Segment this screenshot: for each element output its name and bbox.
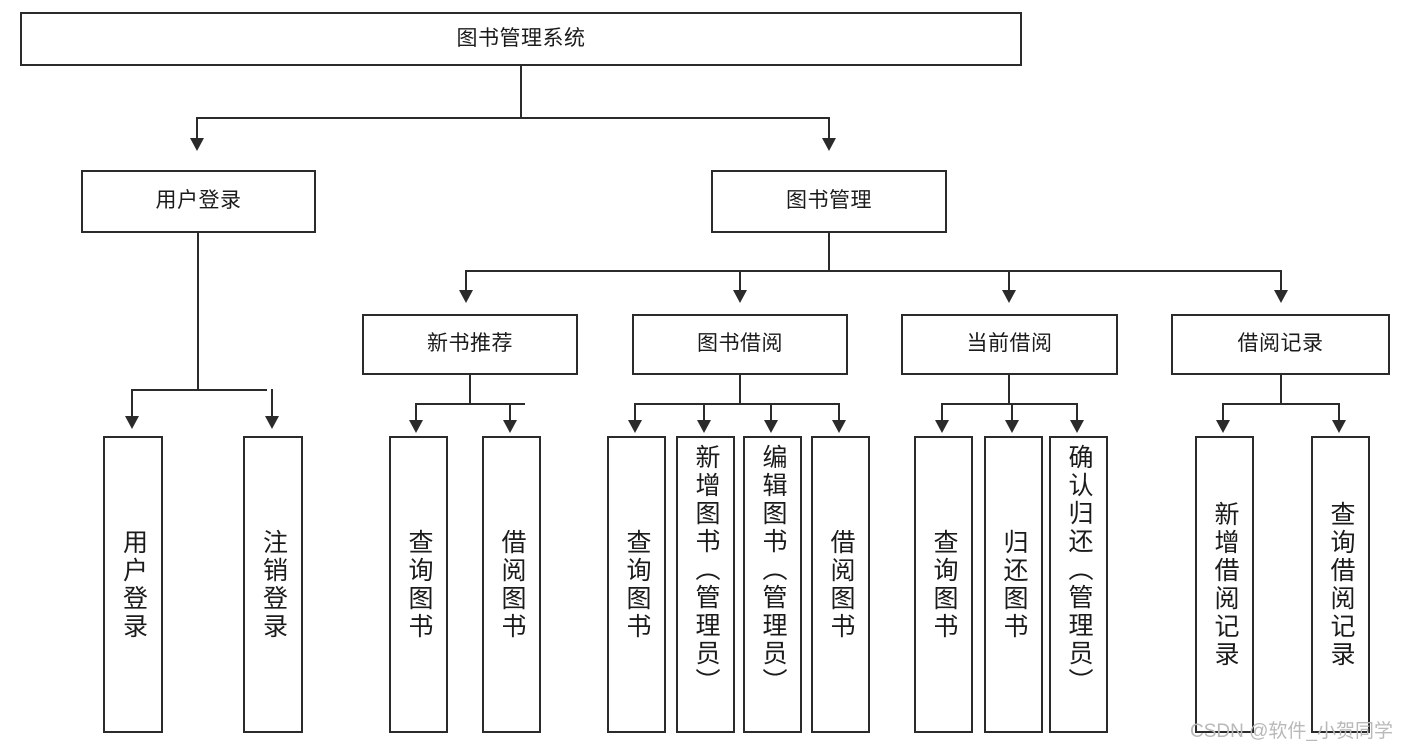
node-label: 归还图书 [1000,528,1028,641]
node-label: 图书管理 [786,189,872,213]
connector-book-borrow-bar [634,403,840,405]
connector-bb-to-query-book [634,403,636,422]
node-label: 当前借阅 [966,332,1053,356]
connector-level3-bar [465,270,1282,272]
arrowhead-br-to-query-record [1332,420,1346,433]
connector-borrow-record-bar [1222,403,1340,405]
connector-to-leaf-logout [271,389,273,418]
node-label: 新增图书（管理员） [692,444,720,696]
connector-level2-bar [196,117,830,119]
connector-to-new-book-recommend [465,270,467,292]
arrowhead-to-leaf-user-login [125,416,139,429]
node-label: 新书推荐 [427,332,513,356]
node-label: 图书管理系统 [456,26,586,50]
connector-to-current-borrow [1008,270,1010,292]
arrowhead-cb-to-confirm-return [1070,420,1084,433]
arrowhead-to-user-login [190,138,204,151]
node-label: 借阅图书 [827,528,855,641]
arrowhead-cb-to-query-book [935,420,949,433]
connector-to-book-management [828,117,830,140]
node-new-book-recommend[interactable]: 新书推荐 [362,314,578,375]
arrowhead-nbr-to-query-book [409,420,423,433]
connector-new-book-recommend-bar [415,403,525,405]
node-label: 查询图书 [930,528,958,641]
connector-bb-to-borrow-book [838,403,840,422]
arrowhead-nbr-to-borrow-book [503,420,517,433]
connector-to-book-borrow [739,270,741,292]
leaf-bb-query-book[interactable]: 查询图书 [607,436,666,733]
connector-book-management-stem [828,233,830,271]
node-current-borrow[interactable]: 当前借阅 [901,314,1118,375]
connector-br-to-query-record [1338,403,1340,422]
node-label: 借阅记录 [1237,332,1324,356]
leaf-br-add-record[interactable]: 新增借阅记录 [1195,436,1254,733]
arrowhead-to-current-borrow [1002,290,1016,303]
node-book-borrow[interactable]: 图书借阅 [632,314,848,375]
connector-to-leaf-user-login [131,389,133,418]
leaf-bb-edit-book-admin[interactable]: 编辑图书（管理员） [743,436,802,733]
arrowhead-to-leaf-logout [265,416,279,429]
connector-cb-to-confirm-return [1076,403,1078,422]
connector-br-to-add-record [1222,403,1224,422]
node-label: 查询借阅记录 [1327,500,1355,669]
connector-root-stem [520,66,522,118]
node-label: 查询图书 [623,528,651,641]
arrowhead-bb-to-borrow-book [832,420,846,433]
leaf-cb-return-book[interactable]: 归还图书 [984,436,1043,733]
connector-borrow-record-stem [1280,375,1282,404]
arrowhead-bb-to-edit-book [764,420,778,433]
arrowhead-to-book-borrow [733,290,747,303]
connector-user-login-bar [131,389,267,391]
connector-cb-to-query-book [941,403,943,422]
connector-bb-to-add-book [703,403,705,422]
connector-current-borrow-stem [1008,375,1010,404]
node-borrow-record[interactable]: 借阅记录 [1171,314,1390,375]
arrowhead-to-new-book-recommend [459,290,473,303]
leaf-user-login[interactable]: 用户登录 [103,436,163,733]
connector-new-book-recommend-stem [469,375,471,404]
leaf-cb-confirm-return-admin[interactable]: 确认归还（管理员） [1049,436,1108,733]
connector-user-login-stem [197,233,199,390]
leaf-bb-add-book-admin[interactable]: 新增图书（管理员） [676,436,735,733]
node-book-management[interactable]: 图书管理 [711,170,947,233]
leaf-logout[interactable]: 注销登录 [243,436,303,733]
arrowhead-to-book-management [822,138,836,151]
csdn-watermark: CSDN @软件_小贺同学 [1190,721,1393,742]
connector-nbr-to-query-book [415,403,417,422]
connector-nbr-to-borrow-book [509,403,511,422]
node-label: 确认归还（管理员） [1065,444,1093,696]
connector-to-user-login [196,117,198,140]
arrowhead-br-to-add-record [1216,420,1230,433]
node-label: 查询图书 [405,528,433,641]
node-label: 图书借阅 [697,332,783,356]
node-label: 用户登录 [155,189,242,213]
node-label: 借阅图书 [498,528,526,641]
node-label: 注销登录 [259,528,288,641]
arrowhead-cb-to-return-book [1005,420,1019,433]
connector-to-borrow-record [1280,270,1282,292]
node-label: 新增借阅记录 [1211,500,1239,669]
connector-bb-to-edit-book [770,403,772,422]
node-label: 编辑图书（管理员） [759,444,787,696]
arrowhead-to-borrow-record [1274,290,1288,303]
arrowhead-bb-to-query-book [628,420,642,433]
node-user-login[interactable]: 用户登录 [81,170,316,233]
connector-book-borrow-stem [739,375,741,404]
arrowhead-bb-to-add-book [697,420,711,433]
connector-cb-to-return-book [1011,403,1013,422]
leaf-br-query-record[interactable]: 查询借阅记录 [1311,436,1370,733]
connector-current-borrow-bar [941,403,1078,405]
leaf-cb-query-book[interactable]: 查询图书 [914,436,973,733]
leaf-nbr-query-book[interactable]: 查询图书 [389,436,448,733]
leaf-nbr-borrow-book[interactable]: 借阅图书 [482,436,541,733]
node-root-book-management-system[interactable]: 图书管理系统 [20,12,1022,66]
leaf-bb-borrow-book[interactable]: 借阅图书 [811,436,870,733]
node-label: 用户登录 [119,528,148,641]
